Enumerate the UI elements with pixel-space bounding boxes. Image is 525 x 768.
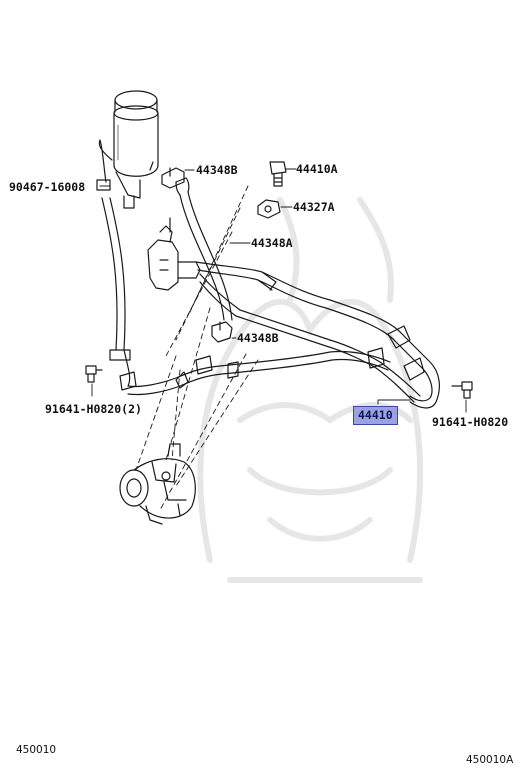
return-tube-lower [109,347,391,396]
label-44410-selected[interactable]: 44410 [353,406,398,425]
clamp-44348b-mid [211,321,233,343]
bolt-91641-left [85,365,103,383]
reservoir-tank [113,90,159,209]
watermark-emblem [197,197,423,583]
leader-lines [91,168,467,413]
label-44327a[interactable]: 44327A [293,200,335,214]
diagram-code-right: 450010A [466,754,514,766]
label-91641-h0820-2[interactable]: 91641-H0820(2) [45,402,142,416]
reservoir-supply-hose [101,197,126,351]
label-44410a[interactable]: 44410A [296,162,338,176]
label-44348a[interactable]: 44348A [251,236,293,250]
label-90467-16008[interactable]: 90467-16008 [9,180,86,194]
hose-clip-small [96,179,111,191]
hose-44348a [179,191,233,321]
pressure-tube-44410 [195,261,440,409]
diagram-linework [85,90,473,525]
hose-44348a-upper [175,177,190,196]
label-91641-h0820[interactable]: 91641-H0820 [432,415,509,429]
bolt-91641-right [451,381,473,399]
diagram-code-left: 450010 [16,744,57,756]
gasket-44327a [257,199,281,219]
reservoir-return-tube [98,139,113,183]
dashed-assembly-lines [135,185,259,511]
clamp-44348b-top [161,167,185,189]
power-steering-pump [119,443,196,525]
label-44348b-mid[interactable]: 44348B [237,331,279,345]
union-bolt-44410a [269,161,287,187]
label-44348b-top[interactable]: 44348B [196,163,238,177]
steering-gearbox [147,217,201,291]
